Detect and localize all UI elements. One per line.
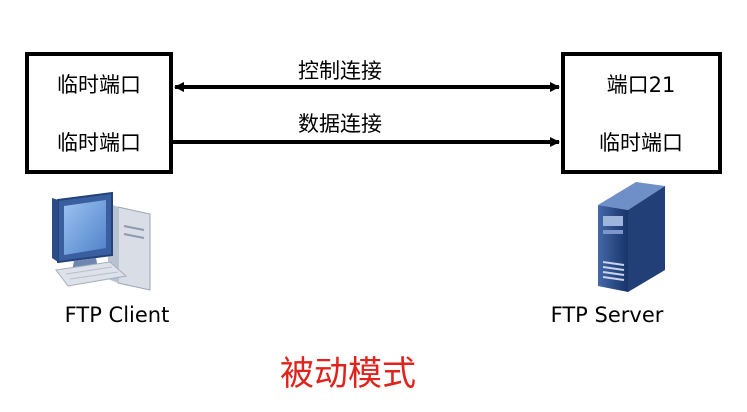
control-connection-label: 控制连接 <box>298 59 382 83</box>
server-tower-icon <box>598 182 665 292</box>
server-port-bottom-label: 临时端口 <box>599 131 683 155</box>
data-connection-label: 数据连接 <box>298 112 382 136</box>
server-label: FTP Server <box>551 303 664 327</box>
client-port-box: 临时端口 临时端口 <box>25 52 173 174</box>
desktop-computer-icon <box>52 191 151 291</box>
server-port-box: 端口21 临时端口 <box>561 52 722 174</box>
server-port-top-label: 端口21 <box>607 73 676 97</box>
mode-title: 被动模式 <box>280 354 416 394</box>
client-port-top-label: 临时端口 <box>57 73 141 97</box>
client-label: FTP Client <box>65 303 170 327</box>
client-port-bottom-label: 临时端口 <box>57 131 141 155</box>
